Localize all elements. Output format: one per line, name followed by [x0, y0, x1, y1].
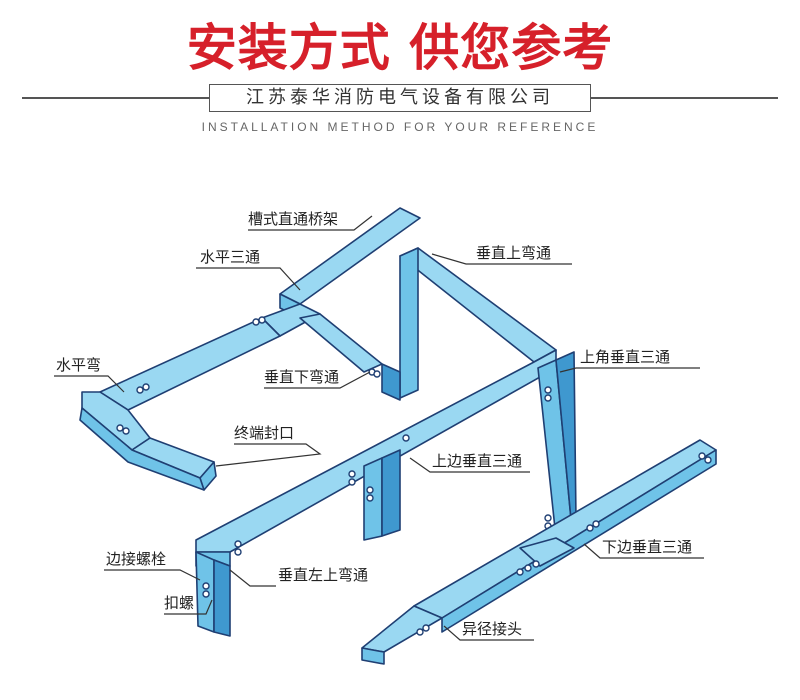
bolt-icon: [252, 318, 260, 326]
bolt-icon: [592, 520, 600, 528]
leader-line: [443, 625, 534, 641]
bolt-icon: [258, 316, 266, 324]
bolt-icon: [122, 427, 130, 435]
page-title: 安装方式 供您参考: [186, 19, 614, 77]
leader-line: [248, 215, 373, 231]
leader-line: [583, 543, 704, 559]
leader-lines: [54, 215, 704, 641]
label-reducer: 异径接头: [462, 620, 522, 638]
label-upper-side-tee: 上边垂直三通: [432, 452, 522, 470]
lower-side-tee-branch: [519, 537, 575, 567]
leader-line: [559, 367, 700, 373]
left-tray-assembly: [79, 207, 421, 491]
bolt-icon: [698, 452, 706, 460]
label-end-cap: 终端封口: [234, 424, 294, 442]
leader-line: [164, 599, 213, 615]
bolt-icon: [524, 564, 532, 572]
bolt-icon: [532, 560, 540, 568]
header-rule-left: [22, 97, 209, 99]
label-edge-bolt: 边接螺栓: [106, 550, 166, 568]
label-vertical-up-bend: 垂直上弯通: [476, 244, 551, 262]
bolt-icon: [402, 434, 410, 442]
left-run-side: [79, 407, 205, 491]
bolt-icon: [348, 470, 356, 478]
label-lower-side-tee: 下边垂直三通: [602, 538, 692, 556]
vertical-left-up-bend-back: [213, 559, 231, 637]
label-upper-corner-tee: 上角垂直三通: [580, 348, 670, 366]
bolt-icon: [586, 524, 594, 532]
label-straight-tray: 槽式直通桥架: [248, 210, 338, 228]
leader-line: [104, 569, 201, 581]
bolt-icon: [366, 494, 374, 502]
bolt-icon: [348, 478, 356, 486]
bolt-icon: [234, 540, 242, 548]
vertical-up-bend-top: [399, 247, 557, 363]
subtitle: INSTALLATION METHOD FOR YOUR REFERENCE: [201, 120, 599, 134]
upper-side-tee-back: [381, 449, 401, 537]
bolt-icon: [544, 386, 552, 394]
company-name: 江苏泰华消防电气设备有限公司: [209, 84, 591, 112]
bolt-icon: [136, 386, 144, 394]
leader-line: [54, 375, 125, 393]
leader-line: [409, 457, 530, 473]
label-vertical-left-up-bend: 垂直左上弯通: [278, 566, 368, 584]
label-buckle-screw: 扣螺: [164, 594, 194, 612]
component-labels: 槽式直通桥架 水平三通 垂直上弯通 水平弯 垂直下弯通 上角垂直三通 终端封口 …: [56, 210, 692, 638]
reducer-side: [361, 647, 385, 665]
bolt-icon: [234, 548, 242, 556]
leader-line: [215, 443, 322, 467]
vertical-up-bend-left-leg: [399, 247, 419, 399]
bolt-icon: [544, 514, 552, 522]
bolt-icon: [373, 370, 381, 378]
leader-line: [229, 569, 276, 587]
horizontal-straight-run: [99, 317, 281, 411]
label-vertical-down-bend: 垂直下弯通: [264, 368, 339, 386]
bolt-icon: [422, 624, 430, 632]
horizontal-tee-branch: [299, 313, 383, 373]
bolt-icon: [416, 628, 424, 636]
label-horizontal-tee: 水平三通: [200, 248, 260, 266]
leader-line: [431, 253, 572, 265]
label-horizontal-bend: 水平弯: [56, 356, 101, 374]
bolt-icon: [544, 394, 552, 402]
bolt-icon: [116, 424, 124, 432]
header-rule-right: [591, 97, 778, 99]
main-diagonal-tray: [195, 349, 557, 637]
reducer-segment: [361, 605, 443, 653]
leader-line: [264, 371, 371, 389]
bolt-icon: [202, 590, 210, 598]
bolt-icon: [142, 383, 150, 391]
bolt-icon: [202, 582, 210, 590]
leader-line: [196, 267, 301, 291]
vertical-down-bend-leg: [381, 363, 401, 401]
bolt-icon: [704, 456, 712, 464]
bolt-icon: [366, 486, 374, 494]
bolt-icon: [516, 568, 524, 576]
right-tray-assembly: [361, 351, 717, 665]
